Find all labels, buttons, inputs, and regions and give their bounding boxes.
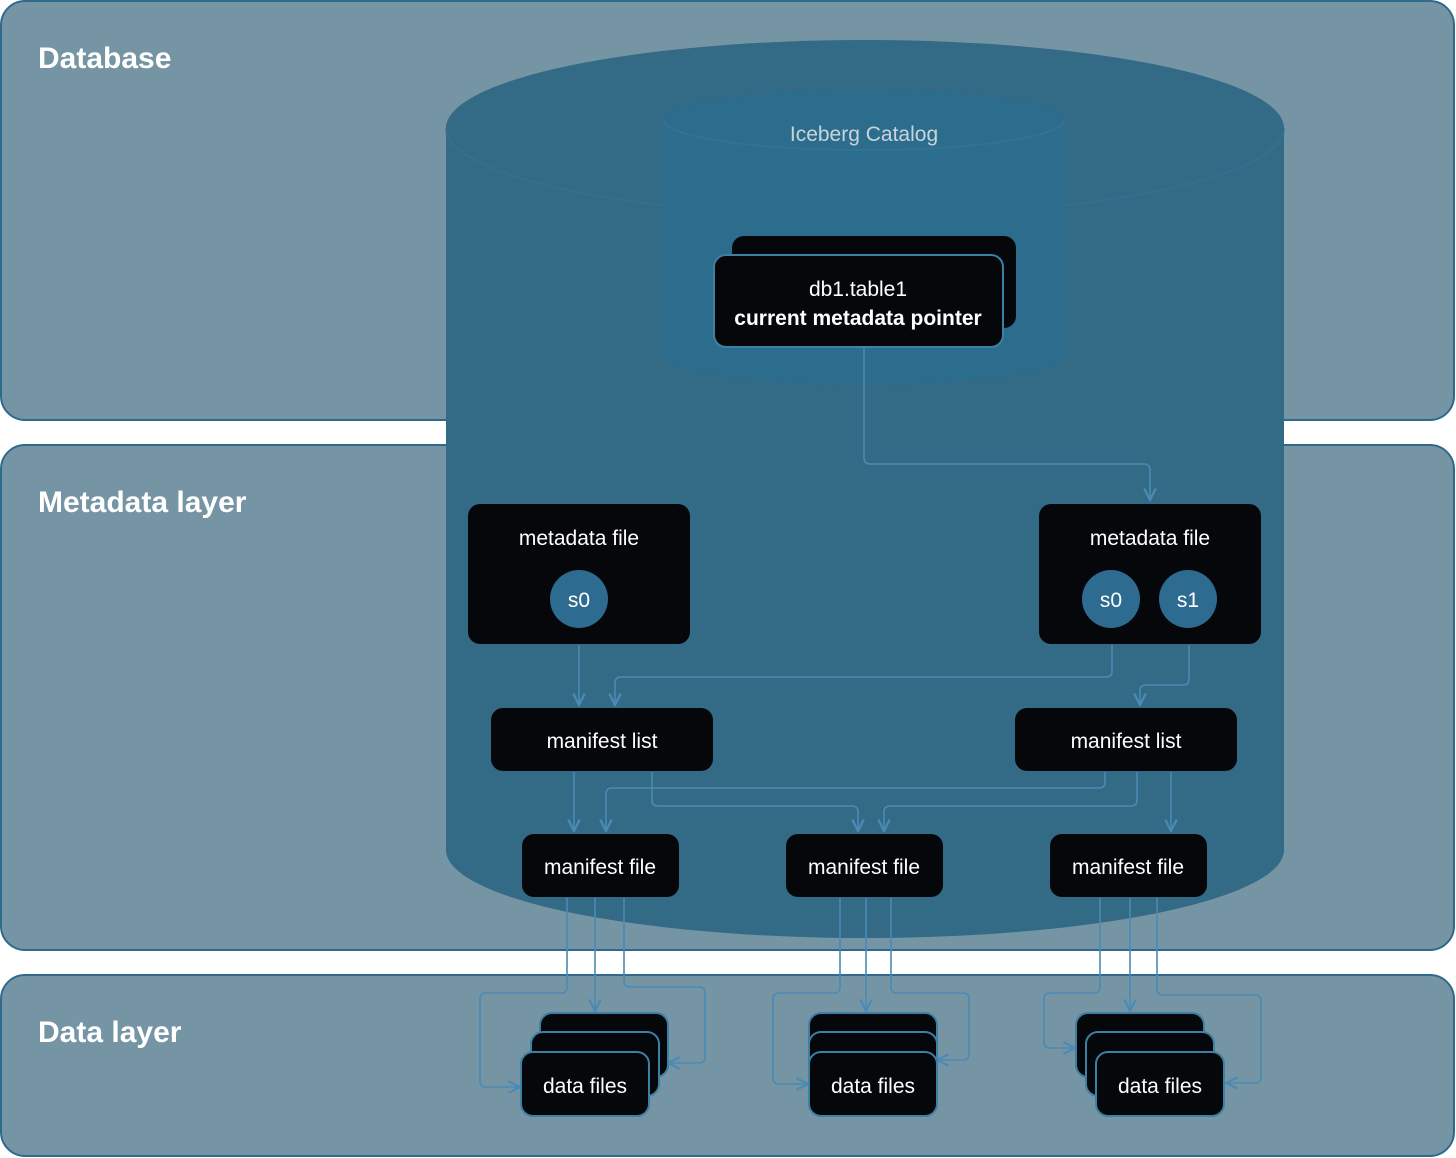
arrow-list2-to-mf2 xyxy=(884,772,1138,831)
arrow-mf2-data-a xyxy=(772,898,841,1084)
arrow-pointer-to-metadata xyxy=(863,347,1150,500)
data-files-label: data files xyxy=(831,1075,915,1098)
database-layer-title: Database xyxy=(38,42,172,75)
metadata-layer-title: Metadata layer xyxy=(38,486,247,519)
pointer-label: current metadata pointer xyxy=(734,307,981,330)
data-files-1: data files xyxy=(520,1012,669,1117)
pointer-table-name: db1.table1 xyxy=(809,278,907,301)
snapshot-label: s0 xyxy=(1100,589,1122,612)
manifest-file-label: manifest file xyxy=(544,856,656,879)
manifest-file-label: manifest file xyxy=(808,856,920,879)
data-layer-title: Data layer xyxy=(38,1016,182,1049)
connectors xyxy=(479,347,1262,1087)
metadata-file-1: metadata file s0 xyxy=(468,504,690,644)
snapshot-badge xyxy=(1159,570,1217,628)
arrow-list1-to-mf2 xyxy=(651,772,858,831)
arrow-s1-to-list2 xyxy=(1140,645,1190,705)
arrow-mf1-data-a xyxy=(479,898,568,1087)
manifest-file-2: manifest file xyxy=(786,834,943,897)
snapshot-label: s0 xyxy=(568,589,590,612)
arrow-mf2-data-c xyxy=(890,898,970,1060)
snapshot-badge xyxy=(550,570,608,628)
data-files-2: data files xyxy=(808,1012,938,1117)
metadata-file-label: metadata file xyxy=(519,527,639,550)
metadata-pointer-card: db1.table1 current metadata pointer xyxy=(713,236,1016,348)
manifest-list-2: manifest list xyxy=(1015,708,1237,771)
arrow-list2-to-mf1 xyxy=(606,772,1106,831)
catalog-title: Iceberg Catalog xyxy=(790,123,938,146)
manifest-list-label: manifest list xyxy=(547,730,658,753)
data-layer-panel xyxy=(0,974,1455,1157)
data-files-3: data files xyxy=(1075,1012,1225,1117)
arrow-mf3-data-c xyxy=(1156,898,1262,1083)
metadata-file-2: metadata file s0 s1 xyxy=(1039,504,1261,644)
arrow-mf1-data-c xyxy=(623,898,706,1063)
manifest-file-3: manifest file xyxy=(1050,834,1207,897)
data-files-label: data files xyxy=(543,1075,627,1098)
manifest-list-1: manifest list xyxy=(491,708,713,771)
snapshot-badge xyxy=(1082,570,1140,628)
metadata-file-label: metadata file xyxy=(1090,527,1210,550)
arrow-mf3-data-a xyxy=(1043,898,1101,1048)
manifest-list-label: manifest list xyxy=(1071,730,1182,753)
data-files-label: data files xyxy=(1118,1075,1202,1098)
manifest-file-1: manifest file xyxy=(522,834,679,897)
snapshot-label: s1 xyxy=(1177,589,1199,612)
manifest-file-label: manifest file xyxy=(1072,856,1184,879)
arrow-s0-to-list1 xyxy=(615,645,1113,705)
